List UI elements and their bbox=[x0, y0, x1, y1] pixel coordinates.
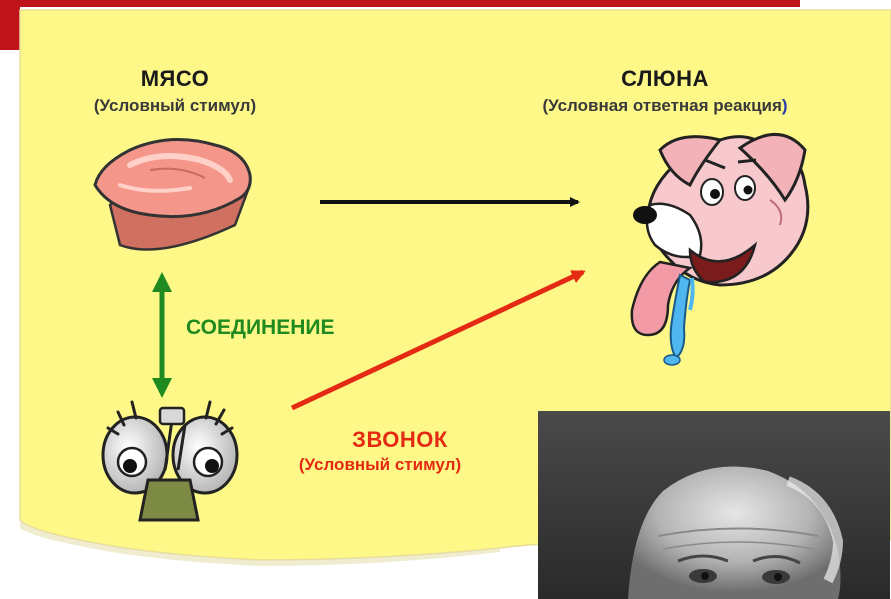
saliva-subtitle-close: ) bbox=[782, 96, 788, 115]
bell-subtitle: (Условный стимул) bbox=[260, 455, 500, 475]
header-bar bbox=[0, 0, 800, 7]
saliva-subtitle: (Условная ответная реакция) bbox=[490, 96, 840, 116]
portrait-photo bbox=[538, 411, 890, 599]
saliva-title: СЛЮНА bbox=[500, 66, 830, 92]
portrait-image bbox=[538, 411, 890, 599]
bell-title: ЗВОНОК bbox=[300, 427, 500, 453]
link-label: СОЕДИНЕНИЕ bbox=[186, 316, 346, 340]
meat-title: МЯСО bbox=[70, 66, 280, 92]
header-bar-left bbox=[0, 0, 20, 50]
meat-subtitle: (Условный стимул) bbox=[60, 96, 290, 116]
saliva-subtitle-main: (Условная ответная реакция bbox=[542, 96, 781, 115]
